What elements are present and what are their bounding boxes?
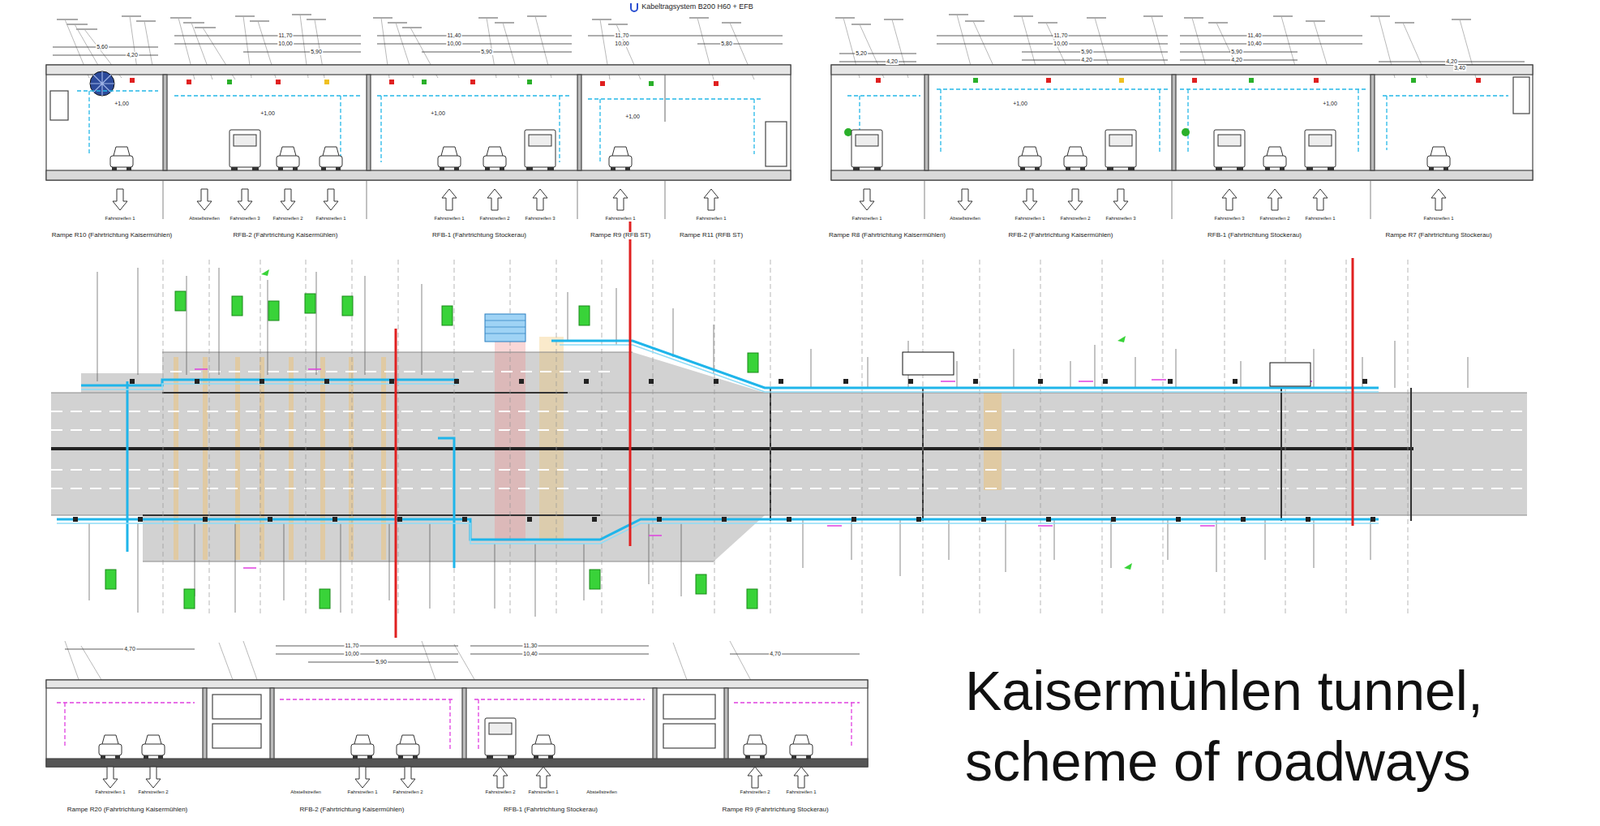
level-label: +1,00 <box>429 110 447 117</box>
dimension-label: 10,40 <box>522 650 539 657</box>
lane-label: Fahrstreifen 2 <box>137 789 169 795</box>
dimension-label: 10,00 <box>277 40 294 48</box>
level-label: +1,00 <box>1012 100 1029 108</box>
lane-label: Fahrstreifen 1 <box>1013 215 1046 222</box>
dimension-label: 5,60 <box>95 43 109 51</box>
dimension-label: 4,20 <box>125 51 139 59</box>
section-label: Rampe R20 (Fahrtrichtung Kaisermühlen) <box>66 806 189 814</box>
section-label: RFB-2 (Fahrtrichtung Kaisermühlen) <box>232 231 339 240</box>
section-label: RFB-1 (Fahrtrichtung Stockerau) <box>431 231 528 240</box>
lane-label: Fahrstreifen 3 <box>523 215 556 222</box>
dimension-label: 5,20 <box>854 50 868 57</box>
dimension-label: 11,40 <box>1247 32 1263 39</box>
lane-label: Fahrstreifen 1 <box>433 215 465 222</box>
lane-label: Fahrstreifen 1 <box>346 789 378 795</box>
lane-label: Fahrstreifen 3 <box>1104 215 1137 222</box>
level-label: +1,00 <box>1321 100 1339 108</box>
dimension-label: 5,90 <box>480 48 494 56</box>
section-label: RFB-1 (Fahrtrichtung Stockerau) <box>1206 231 1303 240</box>
dimension-label: 11,70 <box>278 32 294 39</box>
lane-label: Fahrstreifen 2 <box>391 789 424 795</box>
lane-label: Fahrstreifen 3 <box>1213 215 1245 222</box>
dimension-label: 11,70 <box>344 642 361 649</box>
lane-label: Abstellstreifen <box>585 789 618 795</box>
level-label: +1,00 <box>113 100 130 108</box>
dimension-label: 4,20 <box>885 58 899 65</box>
dimension-label: 5,90 <box>309 48 323 56</box>
lane-label: Abstellstreifen <box>948 215 982 222</box>
section-label: Rampe R11 (RFB ST) <box>678 231 744 240</box>
title-text: Kaisermühlen tunnel, scheme of roadways <box>965 655 1590 797</box>
lane-label: Fahrstreifen 2 <box>1059 215 1091 222</box>
lane-label: Fahrstreifen 1 <box>850 215 883 222</box>
lane-label: Fahrstreifen 1 <box>1304 215 1336 222</box>
lane-label: Fahrstreifen 2 <box>271 215 304 222</box>
lane-label: Fahrstreifen 2 <box>1258 215 1291 222</box>
lane-label: Abstellstreifen <box>188 215 221 222</box>
dimension-label: 10,00 <box>613 40 631 48</box>
lane-label: Fahrstreifen 1 <box>694 215 727 222</box>
section-label: Rampe R9 (Fahrtrichtung Stockerau) <box>720 806 829 814</box>
section-label: RFB-1 (Fahrtrichtung Stockerau) <box>502 806 599 814</box>
dimension-label: 4,20 <box>1445 58 1459 65</box>
section-label: RFB-2 (Fahrtrichtung Kaisermühlen) <box>1008 231 1115 240</box>
section-label: Rampe R8 (Fahrtrichtung Kaisermühlen) <box>827 231 947 240</box>
lane-label: Fahrstreifen 1 <box>94 789 126 795</box>
dimension-label: 5,90 <box>374 658 388 665</box>
dimension-label: 4,20 <box>1230 56 1244 64</box>
section-label: Rampe R7 (Fahrtrichtung Stockerau) <box>1384 231 1493 240</box>
lane-label: Fahrstreifen 1 <box>103 215 136 222</box>
dimension-label: 5,90 <box>1230 48 1244 56</box>
lane-label: Fahrstreifen 2 <box>478 215 511 222</box>
level-label: +1,00 <box>624 113 641 121</box>
section-label: Rampe R9 (RFB ST) <box>589 231 652 240</box>
section-label: Rampe R10 (Fahrtrichtung Kaisermühlen) <box>51 231 174 240</box>
dimension-label: 11,30 <box>523 642 539 649</box>
dimension-label: 10,00 <box>446 40 463 48</box>
lane-label: Fahrstreifen 2 <box>484 789 516 795</box>
lane-label: Fahrstreifen 1 <box>527 789 559 795</box>
dimension-label: 4,20 <box>1080 56 1094 64</box>
lane-label: Fahrstreifen 3 <box>228 215 261 222</box>
dimension-label: 11,70 <box>1053 32 1069 39</box>
section-label: RFB-2 (Fahrtrichtung Kaisermühlen) <box>299 806 406 814</box>
dimension-label: 3,40 <box>1453 64 1467 72</box>
dimension-label: 10,00 <box>343 650 361 657</box>
dimension-label: 10,40 <box>1246 40 1263 48</box>
lane-label: Fahrstreifen 1 <box>604 215 636 222</box>
lane-label: Fahrstreifen 2 <box>738 789 771 795</box>
dimension-label: 5,80 <box>720 40 734 48</box>
dimension-label: 10,00 <box>1052 40 1069 48</box>
lane-label: Fahrstreifen 1 <box>784 789 817 795</box>
cable-system-label: Kabeltragsystem B200 H60 + EFB <box>640 3 754 12</box>
dimension-label: 5,90 <box>1080 48 1094 56</box>
dimension-label: 11,70 <box>614 32 631 39</box>
lane-label: Fahrstreifen 1 <box>314 215 347 222</box>
dimension-label: 4,70 <box>123 645 137 653</box>
dimension-label: 4,70 <box>768 650 782 657</box>
dimension-label: 11,40 <box>446 32 463 39</box>
lane-label: Abstellstreifen <box>289 789 322 795</box>
lane-label: Fahrstreifen 1 <box>1422 215 1455 222</box>
level-label: +1,00 <box>259 110 276 117</box>
